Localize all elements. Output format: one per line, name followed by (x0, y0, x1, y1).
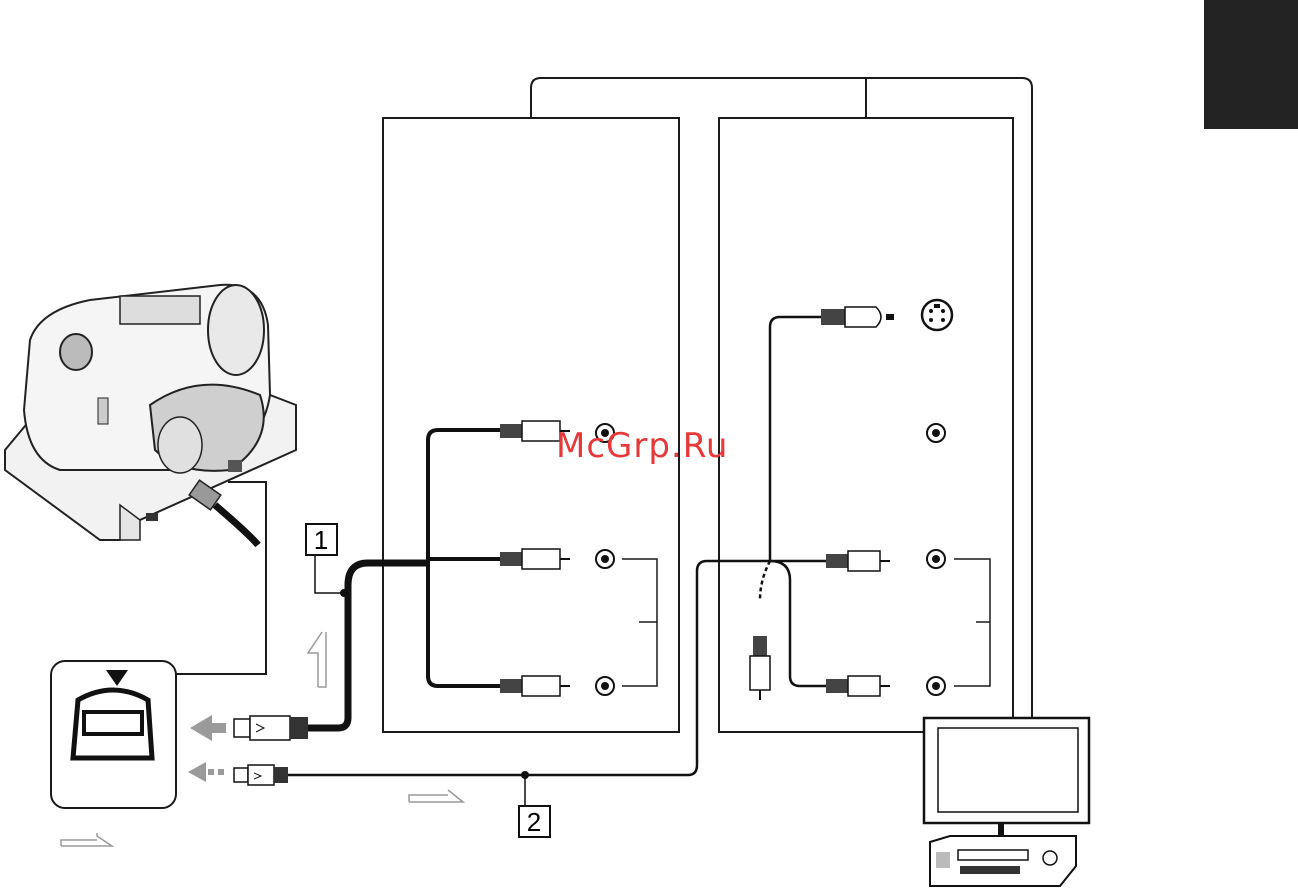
panel-bracket (531, 78, 1032, 718)
s-video-plug-icon (821, 307, 894, 327)
audio-bracket-left (622, 559, 657, 686)
rca-plug-unused-yellow-icon (750, 636, 770, 700)
av-remote-connector-icon (51, 661, 176, 808)
rca-plug-white-icon (500, 549, 570, 569)
rca-plug-red-icon (500, 676, 570, 696)
callout-2: 2 (519, 775, 550, 837)
camcorder-av-plug-icon (189, 480, 258, 545)
watermark: McGrp.Ru (556, 426, 728, 466)
s-video-jack-icon (922, 300, 952, 330)
output-direction-arrow-icon (188, 715, 226, 782)
rca-plug-right-red-icon (826, 676, 890, 696)
av-jack-right-icon (927, 424, 945, 695)
vcr-recorder-icon (930, 836, 1076, 886)
callout-2-label: 2 (527, 807, 541, 837)
callout-1-label: 1 (314, 525, 328, 555)
audio-bracket-right (954, 559, 990, 686)
rca-plug-right-white-icon (826, 551, 890, 571)
camcorder-dock-icon (5, 285, 296, 540)
av-cable-1 (234, 430, 500, 740)
tv-set-icon (924, 718, 1089, 837)
callout-1: 1 (306, 524, 348, 597)
